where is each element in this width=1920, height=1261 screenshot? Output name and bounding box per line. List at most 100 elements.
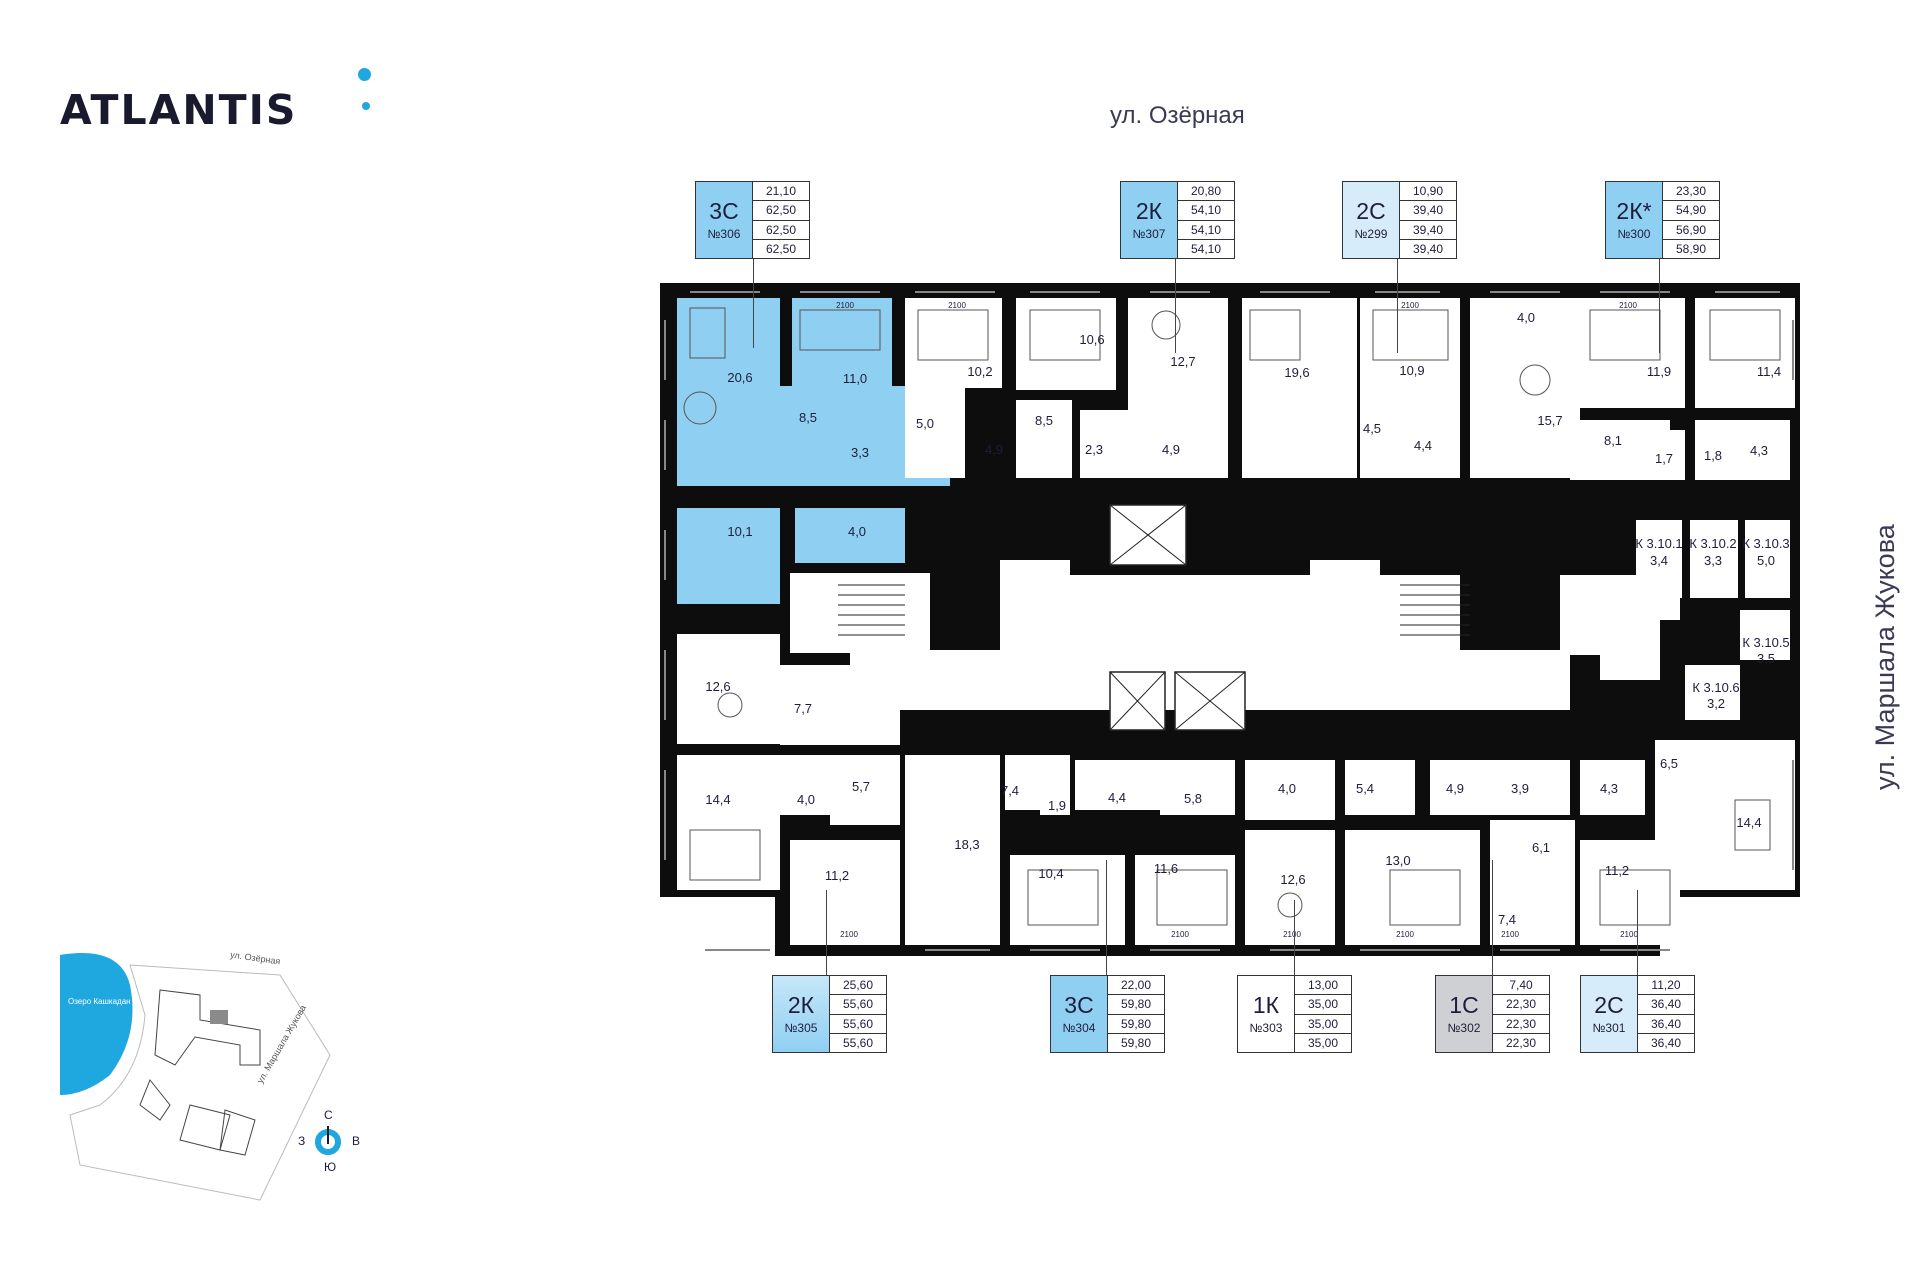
room-label: 13,0 bbox=[1385, 853, 1411, 868]
room-label: 20,6 bbox=[727, 370, 753, 385]
apartment-values: 7,40 22,30 22,30 22,30 bbox=[1493, 976, 1549, 1052]
room-label: 2,3 bbox=[1084, 442, 1104, 457]
apartment-type: 2К bbox=[1135, 198, 1163, 224]
apt-306-bedroom bbox=[792, 298, 892, 386]
area-value: 62,50 bbox=[753, 221, 809, 240]
room-label: 10,6 bbox=[1079, 332, 1105, 347]
room-label: 4,9 bbox=[1161, 442, 1181, 457]
room-label: 11,9 bbox=[1646, 364, 1672, 379]
room-label: 3,3 bbox=[850, 445, 870, 460]
street-top-label: ул. Озёрная bbox=[1110, 102, 1245, 129]
room-label: 5,8 bbox=[1183, 791, 1203, 806]
room-label: 2100 bbox=[1396, 930, 1414, 939]
apartment-card[interactable]: 2С №301 11,20 36,40 36,40 36,40 bbox=[1580, 975, 1695, 1053]
apartment-number: №302 bbox=[1447, 1021, 1481, 1035]
leader-line bbox=[1106, 860, 1107, 975]
apartment-tag: 2К* №300 bbox=[1606, 182, 1663, 258]
apartment-card[interactable]: 1К №303 13,00 35,00 35,00 35,00 bbox=[1237, 975, 1352, 1053]
apt-306-room-10-1 bbox=[677, 508, 780, 604]
apartment-number: №300 bbox=[1617, 227, 1651, 241]
apartment-number: №303 bbox=[1249, 1021, 1283, 1035]
area-value: 54,90 bbox=[1663, 201, 1719, 221]
apt-306-living bbox=[677, 298, 780, 486]
room-label: 4,3 bbox=[1749, 443, 1769, 458]
apartment-number: №299 bbox=[1354, 227, 1388, 241]
room-label: 1,9 bbox=[1047, 798, 1067, 813]
room-label: 18,3 bbox=[954, 837, 980, 852]
apartment-values: 22,00 59,80 59,80 59,80 bbox=[1108, 976, 1164, 1052]
room-label: 4,3 bbox=[1599, 781, 1619, 796]
apartment-card[interactable]: 3С №306 21,10 62,50 62,50 62,50 bbox=[695, 181, 810, 259]
area-value: 39,40 bbox=[1400, 201, 1456, 221]
room-label: 1,7 bbox=[1654, 451, 1674, 466]
area-value: 23,30 bbox=[1663, 182, 1719, 202]
area-value: 36,40 bbox=[1638, 1015, 1694, 1034]
area-value: 36,40 bbox=[1650, 1035, 1682, 1050]
apartment-card[interactable]: 2К №305 25,60 55,60 55,60 55,60 bbox=[772, 975, 887, 1053]
storage-label: К 3.10.3 bbox=[1742, 536, 1790, 551]
apartment-type: 3С bbox=[709, 198, 739, 224]
lake-label: Озеро Кашкадан bbox=[68, 997, 131, 1006]
logo-dot-small-icon bbox=[362, 102, 370, 110]
storage-label: 3,2 bbox=[1706, 696, 1726, 711]
area-value: 55,60 bbox=[830, 995, 886, 1015]
apartment-number: №305 bbox=[784, 1021, 818, 1035]
compass-needle-icon bbox=[327, 1126, 329, 1144]
area-value: 54,10 bbox=[1190, 241, 1222, 256]
compass-north: С bbox=[324, 1108, 333, 1122]
room-label: 4,5 bbox=[1362, 421, 1382, 436]
room-label: 2100 bbox=[1283, 930, 1301, 939]
apartment-number: №304 bbox=[1062, 1021, 1096, 1035]
apartment-values: 20,80 54,10 54,10 54,10 bbox=[1178, 182, 1234, 258]
room-label: 2100 bbox=[1401, 301, 1419, 310]
area-value: 7,40 bbox=[1493, 976, 1549, 996]
area-value: 62,50 bbox=[765, 241, 797, 256]
leader-line bbox=[753, 258, 754, 348]
apartment-type: 2С bbox=[1356, 198, 1386, 224]
apartment-values: 25,60 55,60 55,60 55,60 bbox=[830, 976, 886, 1052]
apartment-card[interactable]: 2С №299 10,90 39,40 39,40 39,40 bbox=[1342, 181, 1457, 259]
storage-label: К 3.10.1 bbox=[1635, 536, 1683, 551]
apartment-type: 2К* bbox=[1616, 198, 1652, 224]
area-value: 22,00 bbox=[1108, 976, 1164, 996]
room-label: 7,4 bbox=[1000, 783, 1020, 798]
compass-south: Ю bbox=[324, 1160, 337, 1174]
room-label: 10,1 bbox=[727, 524, 753, 539]
apartment-type: 3С bbox=[1064, 992, 1094, 1018]
apartment-card[interactable]: 2К* №300 23,30 54,90 56,90 58,90 bbox=[1605, 181, 1720, 259]
leader-line bbox=[1492, 860, 1493, 975]
apartment-type: 2С bbox=[1594, 992, 1624, 1018]
apartment-card[interactable]: 1С №302 7,40 22,30 22,30 22,30 bbox=[1435, 975, 1550, 1053]
apartment-tag: 3С №306 bbox=[696, 182, 753, 258]
leader-line bbox=[1294, 900, 1295, 975]
room-label: 10,2 bbox=[967, 364, 993, 379]
area-value: 35,00 bbox=[1295, 995, 1351, 1015]
room-label: 8,5 bbox=[798, 410, 818, 425]
minimap-drawing bbox=[60, 953, 331, 1201]
compass-east: В bbox=[352, 1134, 361, 1148]
room-label: 4,4 bbox=[1413, 438, 1433, 453]
room-label: 7,7 bbox=[793, 701, 813, 716]
apartment-values: 21,10 62,50 62,50 62,50 bbox=[753, 182, 809, 258]
logo-dot-icon bbox=[358, 68, 371, 81]
room-label: 12,6 bbox=[1280, 872, 1306, 887]
area-value: 39,40 bbox=[1412, 241, 1444, 256]
leader-line bbox=[1175, 258, 1176, 353]
apartment-tag: 1К №303 bbox=[1238, 976, 1295, 1052]
room-label: 4,0 bbox=[796, 792, 816, 807]
storage-label: 3,4 bbox=[1649, 553, 1669, 568]
apartment-card[interactable]: 2К №307 20,80 54,10 54,10 54,10 bbox=[1120, 181, 1235, 259]
storage-label: К 3.10.6 bbox=[1692, 680, 1740, 695]
room-label: 19,6 bbox=[1284, 365, 1310, 380]
apartment-card[interactable]: 3С №304 22,00 59,80 59,80 59,80 bbox=[1050, 975, 1165, 1053]
room-label: 2100 bbox=[836, 301, 854, 310]
storage-label: 3,3 bbox=[1703, 553, 1723, 568]
storage-label: К 3.10.2 bbox=[1689, 536, 1737, 551]
room-label: 8,5 bbox=[1034, 413, 1054, 428]
room-label: 2100 bbox=[840, 930, 858, 939]
area-value: 58,90 bbox=[1675, 241, 1707, 256]
room-label: 4,9 bbox=[984, 442, 1004, 457]
room-label: 1,8 bbox=[1703, 448, 1723, 463]
apartment-values: 13,00 35,00 35,00 35,00 bbox=[1295, 976, 1351, 1052]
room-label: 2100 bbox=[948, 301, 966, 310]
